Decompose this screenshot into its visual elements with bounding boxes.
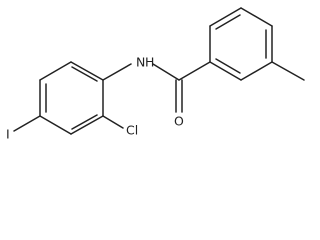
ring-a-double-bond: [71, 66, 98, 82]
ring-b-double-bond: [215, 14, 241, 30]
c-cl-bond: [102, 115, 124, 129]
carbonyl-double-bond: [175, 79, 183, 113]
n-c-bond: [152, 63, 180, 81]
c-i-bond: [13, 115, 41, 132]
iodine-label: I: [6, 127, 10, 142]
c-aryl-bond: [178, 61, 211, 81]
chemical-structure: N H O Cl I: [6, 7, 305, 142]
amide-nitrogen-label: N: [136, 55, 145, 70]
methyl-phenyl-ring: [209, 7, 273, 81]
ring-b-double-bond: [215, 58, 241, 74]
methyl-bond: [271, 61, 305, 81]
ring-a-bond: [39, 115, 72, 135]
ring-b-bond: [209, 7, 242, 27]
chlorine-label: Cl: [126, 123, 138, 138]
ring-a-double-bond: [71, 114, 98, 130]
ring-b-bond: [240, 61, 273, 81]
ring-b-bond: [240, 7, 273, 27]
amide-hydrogen-label: H: [145, 55, 154, 70]
ring-a-bond: [70, 61, 104, 81]
iodo-chloro-phenyl-ring: [39, 61, 104, 135]
ring-b-bond: [209, 61, 242, 81]
ring-a-bond: [39, 61, 72, 81]
ring-a-bond: [70, 115, 104, 135]
c-n-bond: [102, 63, 132, 81]
carbonyl-oxygen-label: O: [174, 114, 184, 129]
